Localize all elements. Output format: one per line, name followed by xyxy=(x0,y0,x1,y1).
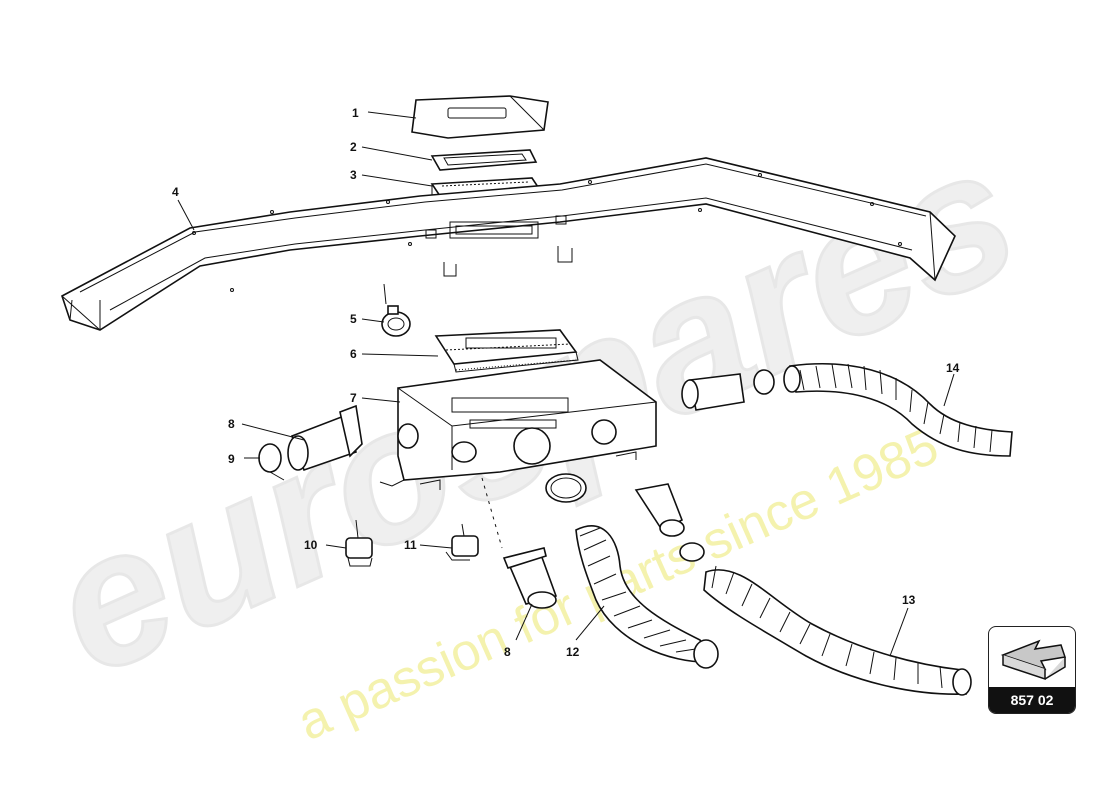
part-2-gasket xyxy=(430,149,538,171)
part-8-spigot-left xyxy=(287,404,363,472)
callout-11: 11 xyxy=(404,538,417,552)
part-1-cover-plate xyxy=(411,95,549,139)
part-7-distributor-box xyxy=(379,359,657,490)
part-4-duct-channel xyxy=(61,157,956,331)
callout-4: 4 xyxy=(172,185,179,199)
callout-14: 14 xyxy=(946,361,960,375)
callout-5: 5 xyxy=(350,312,357,326)
callout-1: 1 xyxy=(352,106,359,120)
part-5-actuator xyxy=(381,283,411,337)
part-11-actuator xyxy=(445,523,479,561)
callout-12: 12 xyxy=(566,645,580,659)
spigot-center xyxy=(634,483,705,562)
spigot-right xyxy=(681,369,775,411)
part-13-hose xyxy=(703,565,972,696)
callout-9: 9 xyxy=(228,452,235,466)
part-6-grille-insert xyxy=(434,329,579,373)
reference-box: 857 02 xyxy=(988,626,1076,714)
callout-2: 2 xyxy=(350,140,357,154)
callout-7: 7 xyxy=(350,391,357,405)
callout-8-left: 8 xyxy=(228,417,235,431)
ring-seal xyxy=(545,473,587,503)
callout-13: 13 xyxy=(902,593,916,607)
arrow-icon xyxy=(1000,639,1066,681)
part-12-hose xyxy=(575,525,719,669)
part-9-clamp xyxy=(258,443,285,481)
leader-lines xyxy=(177,111,955,657)
callout-labels: 1 2 3 4 5 6 7 8 9 10 11 8 12 13 14 xyxy=(172,106,960,659)
callout-8-bottom: 8 xyxy=(504,645,511,659)
callout-6: 6 xyxy=(350,347,357,361)
reference-code: 857 02 xyxy=(989,687,1075,713)
part-14-hose xyxy=(783,363,1013,457)
callout-10: 10 xyxy=(304,538,318,552)
part-8-spigot-bottom xyxy=(502,547,558,609)
callout-3: 3 xyxy=(350,168,357,182)
